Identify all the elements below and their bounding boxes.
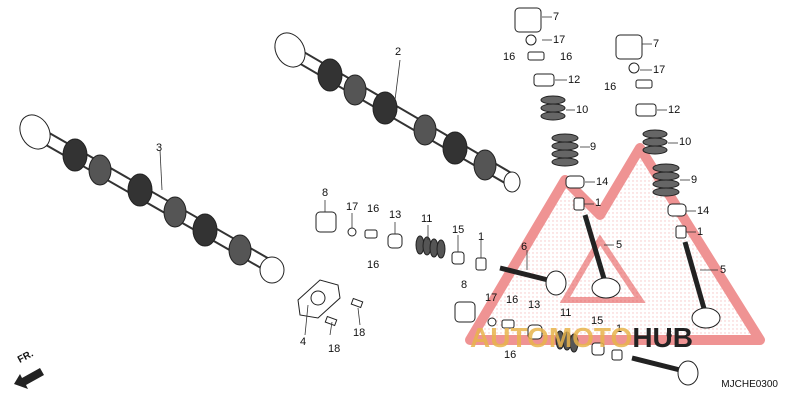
part-number-label: 7 bbox=[653, 38, 660, 50]
watermark-text: AUTOMOTOHUB bbox=[470, 322, 693, 354]
part-number-label: 18 bbox=[353, 327, 366, 339]
part-number-label: 8 bbox=[322, 187, 329, 199]
diagram-code: MJCHE0300 bbox=[721, 379, 778, 390]
watermark-text-part: AUTO bbox=[470, 322, 549, 353]
valve-parts-bottom bbox=[454, 301, 699, 386]
part-number-label: 11 bbox=[560, 307, 572, 319]
part-number-label: 10 bbox=[679, 136, 692, 148]
part-number-label: 11 bbox=[421, 213, 433, 225]
watermark-logo bbox=[465, 143, 765, 345]
valve-parts-left bbox=[315, 211, 567, 296]
part-number-label: 16 bbox=[604, 81, 617, 93]
part-number-label: 12 bbox=[668, 104, 681, 116]
part-number-label: 16 bbox=[367, 203, 380, 215]
valve-stack-left-column bbox=[514, 7, 621, 299]
part-number-label: 1 bbox=[478, 231, 485, 243]
part-number-label: 1 bbox=[616, 323, 623, 335]
part-number-label: 1 bbox=[697, 226, 704, 238]
part-number-label: 5 bbox=[720, 264, 727, 276]
part-number-label: 7 bbox=[553, 11, 560, 23]
watermark-text-part: MOTO bbox=[548, 322, 633, 353]
part-number-label: 1 bbox=[595, 197, 602, 209]
part-number-label: 10 bbox=[576, 104, 589, 116]
part-number-label: 2 bbox=[395, 46, 402, 58]
front-direction-arrow bbox=[14, 368, 44, 389]
part-number-label: 18 bbox=[328, 343, 341, 355]
part-number-label: 13 bbox=[528, 299, 541, 311]
part-number-label: 14 bbox=[697, 205, 710, 217]
part-number-label: 17 bbox=[653, 64, 666, 76]
part-number-label: 4 bbox=[300, 336, 307, 348]
part-number-label: 9 bbox=[691, 174, 698, 186]
part-number-label: 8 bbox=[461, 279, 468, 291]
part-number-label: 17 bbox=[346, 201, 359, 213]
part-number-label: 16 bbox=[503, 51, 516, 63]
part-number-label: 9 bbox=[590, 141, 597, 153]
camshaft-upper bbox=[274, 32, 521, 193]
holder-plate bbox=[297, 279, 364, 327]
part-number-label: 16 bbox=[560, 51, 573, 63]
camshaft-lower bbox=[19, 114, 285, 284]
part-number-label: 13 bbox=[389, 209, 402, 221]
valve-stack-right-column bbox=[615, 34, 721, 329]
part-number-label: 14 bbox=[596, 176, 609, 188]
part-number-label: 15 bbox=[591, 315, 604, 327]
part-number-label: 16 bbox=[506, 294, 519, 306]
part-number-label: 3 bbox=[156, 142, 163, 154]
leader-lines bbox=[159, 16, 718, 336]
part-number-label: 16 bbox=[367, 259, 380, 271]
part-number-label: 15 bbox=[452, 224, 465, 236]
part-number-label: 6 bbox=[666, 329, 673, 341]
part-number-label: 5 bbox=[616, 239, 623, 251]
watermark-text-part: HUB bbox=[632, 322, 693, 353]
part-number-label: 17 bbox=[485, 292, 498, 304]
part-number-label: 16 bbox=[504, 349, 517, 361]
part-number-label: 12 bbox=[568, 74, 581, 86]
part-number-label: 17 bbox=[553, 34, 566, 46]
part-number-label: 6 bbox=[521, 241, 528, 253]
